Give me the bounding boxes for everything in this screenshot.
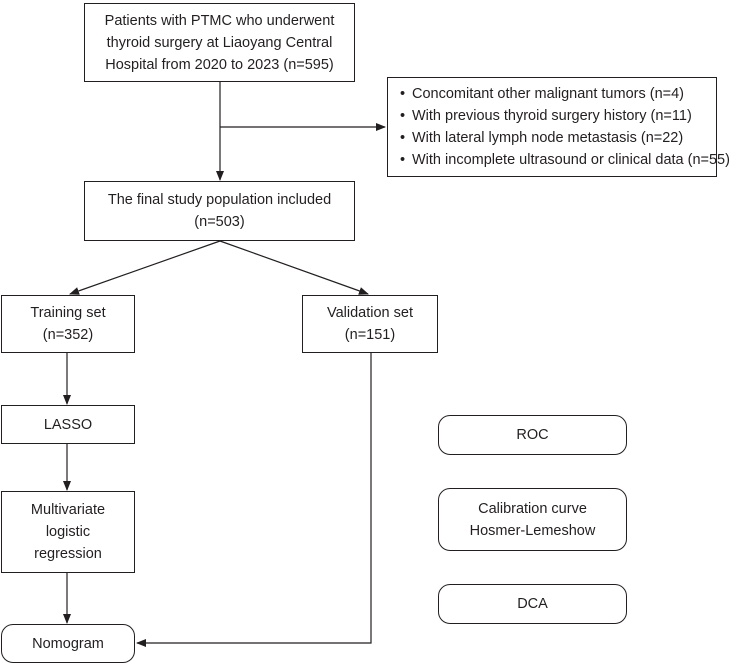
training-line-2: (n=352) (42, 327, 94, 343)
validation-line-1: Validation set (327, 305, 413, 321)
calibration-box: Calibration curve Hosmer-Lemeshow (438, 488, 627, 551)
multivariate-regression-box: Multivariate logistic regression (1, 491, 135, 573)
final-population-box: The final study population included (n=5… (84, 181, 355, 241)
exclusion-criteria-box: •Concomitant other malignant tumors (n=4… (387, 77, 730, 177)
exclusion-item: •With previous thyroid surgery history (… (400, 108, 692, 124)
lasso-box: LASSO (1, 405, 135, 444)
dca-box: DCA (438, 584, 627, 624)
dca-label: DCA (517, 596, 548, 612)
roc-box: ROC (438, 415, 627, 455)
training-set-box: Training set (n=352) (1, 295, 135, 353)
exclusion-item: •With lateral lymph node metastasis (n=2… (400, 130, 684, 146)
exclusion-item: •Concomitant other malignant tumors (n=4… (400, 86, 685, 102)
validation-set-box: Validation set (n=151) (302, 295, 438, 353)
final-line-1: The final study population included (107, 192, 332, 208)
source-line-3: Hospital from 2020 to 2023 (n=595) (105, 56, 334, 73)
arrow-final-to-training (69, 240, 221, 295)
source-population-box: Patients with PTMC who underwent thyroid… (84, 3, 355, 82)
arrow-validation-to-nomogram (136, 353, 372, 647)
roc-label: ROC (516, 427, 549, 443)
source-line-1: Patients with PTMC who underwent (104, 12, 335, 29)
nomogram-label: Nomogram (32, 635, 104, 652)
multivariate-line-1: Multivariate (30, 502, 106, 518)
arrow-final-to-validation (219, 240, 369, 295)
multivariate-line-2: logistic (45, 524, 91, 540)
exclusion-item: •With incomplete ultrasound or clinical … (400, 152, 730, 168)
multivariate-line-3: regression (34, 546, 102, 562)
validation-line-2: (n=151) (344, 327, 396, 343)
calibration-line-1: Calibration curve (478, 500, 587, 517)
calibration-line-2: Hosmer-Lemeshow (469, 522, 596, 539)
training-line-1: Training set (30, 305, 106, 321)
final-line-2: (n=503) (194, 214, 245, 230)
source-line-2: thyroid surgery at Liaoyang Central (106, 34, 333, 51)
lasso-label: LASSO (43, 416, 93, 433)
nomogram-box: Nomogram (1, 624, 135, 663)
